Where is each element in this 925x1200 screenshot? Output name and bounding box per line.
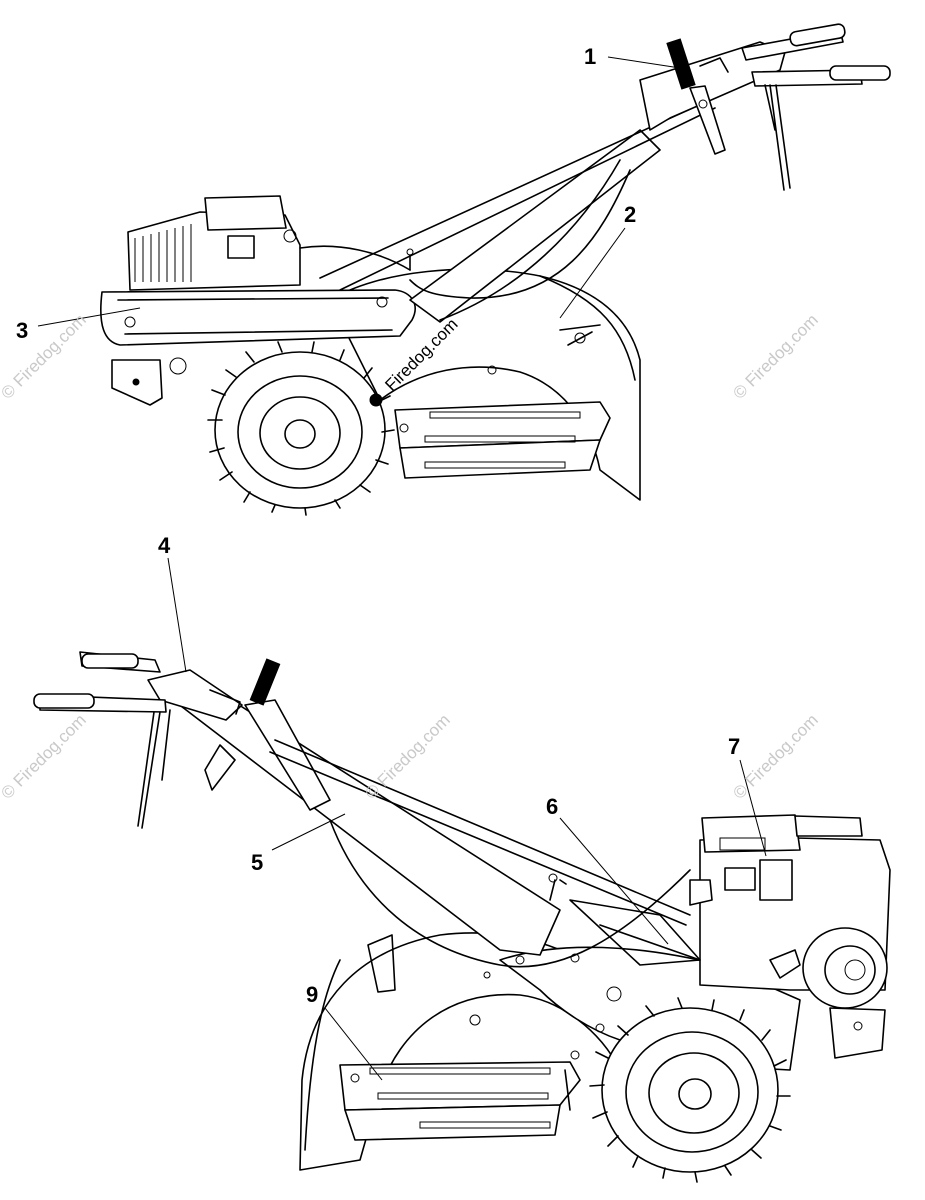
callout-3: 3 [16, 318, 28, 343]
watermark: © Firedog.com [729, 710, 821, 802]
bottom-tiller-illustration [33, 651, 891, 1183]
callout-6: 6 [546, 794, 558, 819]
top-tiller-illustration [100, 23, 891, 516]
watermark: © Firedog.com [729, 310, 821, 402]
callout-9: 9 [306, 982, 318, 1007]
callout-4: 4 [158, 533, 171, 558]
leader-lines [37, 56, 767, 1081]
watermark: © Firedog.com [361, 710, 453, 802]
callout-1: 1 [584, 44, 596, 69]
callout-7: 7 [728, 734, 740, 759]
callout-5: 5 [251, 850, 263, 875]
watermark: © Firedog.com [0, 310, 90, 402]
callout-2: 2 [624, 202, 636, 227]
watermark: © Firedog.com [0, 710, 90, 802]
